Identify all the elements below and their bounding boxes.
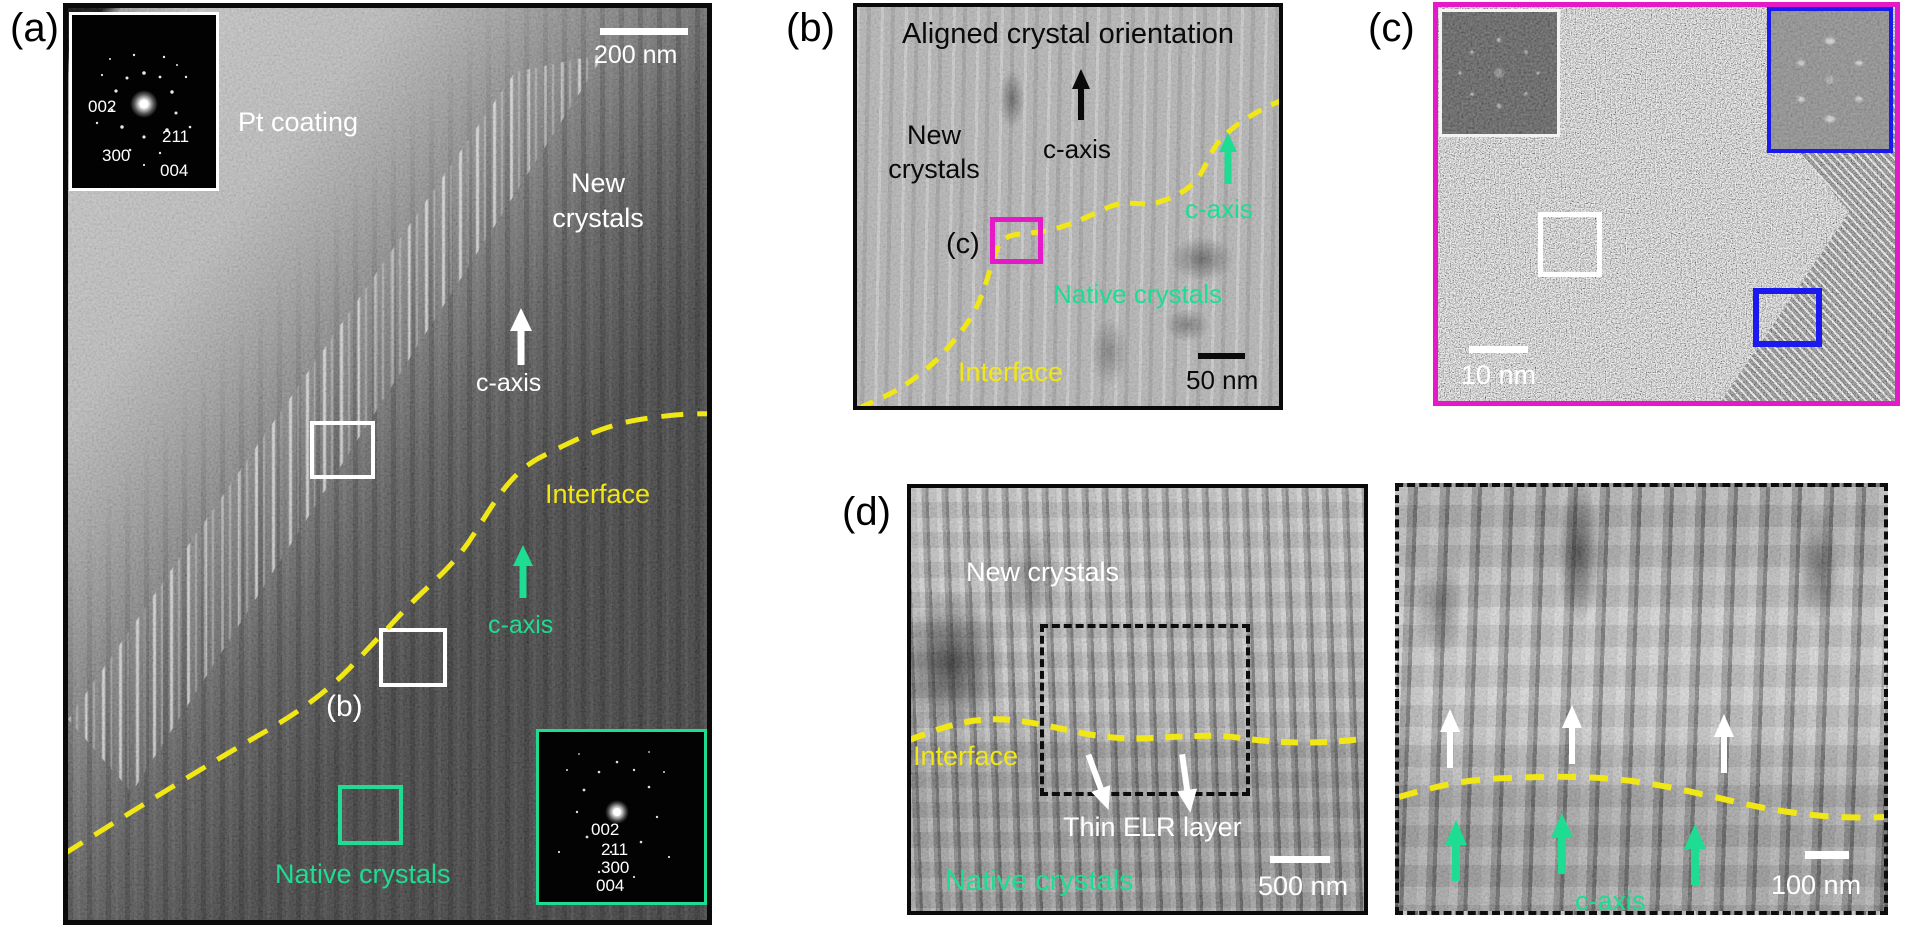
panel-c-hrtem-micrograph: 10 nm	[1433, 2, 1900, 406]
panel-b-label: (b)	[786, 6, 835, 50]
new-crystal-arrow-1	[1440, 709, 1460, 768]
interface-label: Interface	[913, 741, 1019, 771]
elr-arrow-1	[1085, 753, 1111, 811]
roi-box-white	[1538, 212, 1602, 277]
scale-bar-label: 50 nm	[1186, 365, 1259, 395]
c-axis-arrow-green	[1219, 133, 1237, 184]
panel-c-location-marker: (c)	[946, 228, 980, 260]
panel-d-sem-micrograph: New crystals Interface Thin ELR layer Na…	[907, 484, 1368, 915]
panel-c-label: (c)	[1368, 6, 1415, 50]
panel-d-label: (d)	[842, 490, 891, 534]
c-axis-label-black: c-axis	[1043, 134, 1111, 164]
diffraction-label-004: 004	[160, 161, 189, 180]
native-crystals-label: Native crystals	[945, 865, 1134, 897]
diffraction-label-211: 211	[162, 127, 190, 146]
c-axis-arrow-green	[513, 545, 533, 598]
c-axis-label-green: c-axis	[1575, 886, 1646, 915]
interface-label: Interface	[958, 357, 1064, 387]
panel-b-tem-micrograph: Aligned crystal orientation New crystals…	[853, 3, 1283, 410]
diffraction-label-004: 004	[596, 876, 625, 895]
scale-bar-line	[1469, 346, 1528, 353]
panel-b-location-marker: (b)	[326, 690, 363, 723]
elr-arrow-2	[1177, 753, 1198, 813]
scale-bar-label: 10 nm	[1461, 360, 1537, 390]
roi-box-white-2	[379, 628, 447, 687]
panel-a-tem-micrograph: 002 211 300 004 200 nm Pt coating New cr…	[63, 3, 712, 925]
scale-bar-line	[1198, 353, 1245, 359]
diffraction-pattern-icon	[557, 751, 671, 879]
scale-bar-line	[1805, 851, 1849, 859]
roi-box-dashed	[1040, 624, 1250, 796]
new-crystal-arrow-3	[1714, 714, 1734, 773]
native-crystal-arrow-2	[1551, 813, 1573, 874]
diffraction-label-300: 300	[102, 146, 131, 165]
roi-box-blue	[1753, 288, 1822, 347]
native-crystals-label: Native crystals	[275, 859, 451, 889]
scale-bar-label: 500 nm	[1258, 871, 1349, 901]
diffraction-label-002: 002	[591, 820, 620, 839]
native-crystal-arrow-3	[1684, 824, 1706, 885]
scale-bar-line	[600, 28, 688, 35]
scale-bar-label: 200 nm	[594, 41, 678, 69]
native-crystal-arrow-1	[1445, 820, 1467, 881]
interface-label: Interface	[545, 479, 651, 509]
roi-box-green	[338, 785, 403, 845]
new-crystals-label: New crystals	[966, 557, 1120, 587]
diffraction-label-002: 002	[88, 97, 117, 116]
panel-d-sem-zoom-micrograph: c-axis 100 nm	[1395, 483, 1888, 915]
scale-bar-label: 100 nm	[1771, 870, 1862, 900]
fft-pattern-icon	[1797, 37, 1863, 123]
new-crystals-label: New crystals	[888, 120, 980, 184]
pt-coating-label: Pt coating	[238, 107, 359, 137]
diffraction-pattern-icon	[95, 53, 192, 167]
native-crystals-label: Native crystals	[1053, 279, 1223, 309]
panel-a-diffraction-inset-bottom-right: 002 211 300 004	[536, 729, 707, 905]
panel-b-title: Aligned crystal orientation	[901, 18, 1235, 50]
panel-d-zoom-grain	[1399, 487, 1884, 911]
scale-bar-line	[1270, 856, 1330, 863]
c-axis-arrow-white	[510, 308, 532, 365]
diffraction-label-211: 211	[601, 840, 629, 859]
roi-box-white-1	[310, 421, 375, 479]
c-axis-label-green: c-axis	[488, 611, 554, 639]
panel-a-diffraction-inset-top-left: 002 211 300 004	[69, 12, 219, 191]
fft-inset-blue	[1767, 7, 1893, 153]
c-axis-label-green: c-axis	[1185, 194, 1253, 224]
new-crystal-arrow-2	[1562, 705, 1582, 764]
diffraction-label-300: 300	[601, 858, 630, 877]
interface-dashed-line	[1399, 773, 1884, 821]
c-axis-arrow-black	[1072, 69, 1090, 120]
new-crystals-label: New crystals	[552, 168, 644, 234]
panel-a-label: (a)	[10, 6, 59, 50]
fft-pattern-icon	[1458, 37, 1540, 109]
fft-inset-white	[1439, 9, 1560, 137]
thin-elr-layer-label: Thin ELR layer	[1063, 812, 1242, 842]
roi-box-magenta	[990, 217, 1043, 264]
c-axis-label-white: c-axis	[476, 369, 542, 397]
